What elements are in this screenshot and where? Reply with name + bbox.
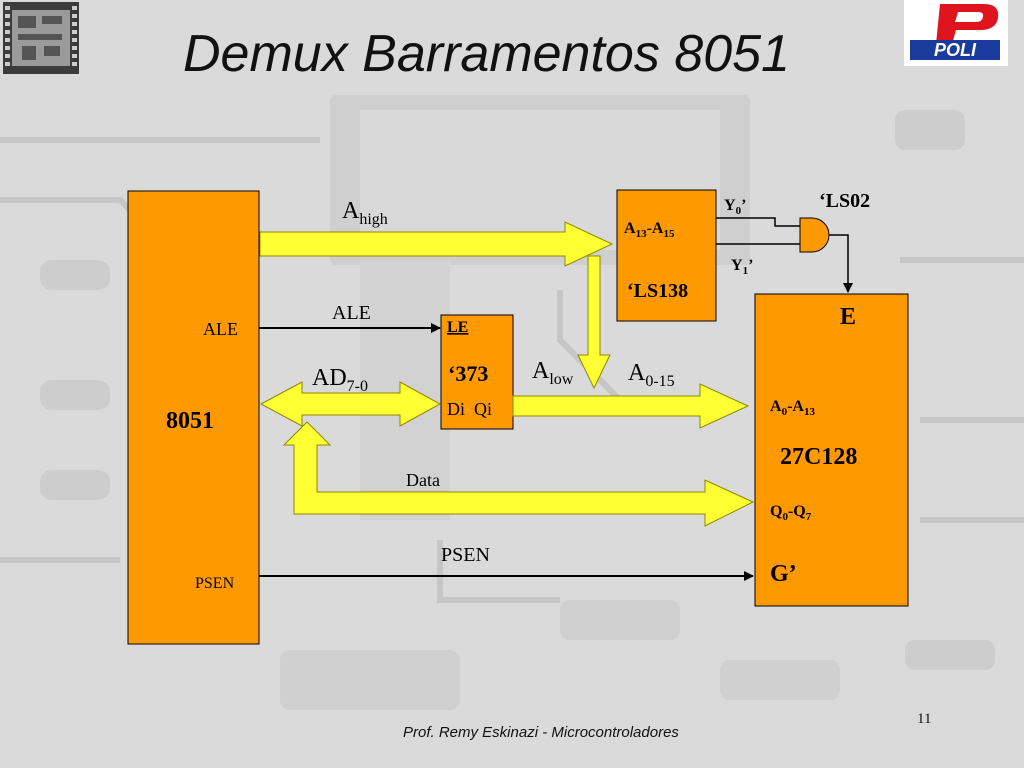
ahigh-bus-arrow	[259, 221, 614, 267]
decoder-address-label: A13-A15	[624, 220, 675, 240]
eprom-27c128-block	[754, 293, 909, 607]
latch-name-label: ‘373	[448, 361, 488, 386]
latch-pins-label: Di Qi	[447, 399, 492, 419]
data-signal-label: Data	[406, 470, 440, 490]
slide-number: 11	[917, 711, 932, 727]
a015-signal-label: A0-15	[628, 360, 675, 390]
eprom-name-label: 27C128	[780, 444, 857, 470]
eprom-address-label: A0-A13	[770, 398, 815, 418]
ahigh-signal-label: Ahigh	[342, 198, 388, 228]
ale-signal-label: ALE	[332, 302, 371, 324]
y1-label: Y1’	[731, 257, 753, 277]
poli-logo: POLI	[904, 0, 1008, 66]
y0-label: Y0’	[724, 197, 746, 217]
data-bus-arrow	[282, 421, 755, 527]
ad70-signal-label: AD7-0	[312, 365, 368, 395]
ad70-bus-arrow	[259, 381, 442, 427]
decoder-ls138-block	[616, 189, 717, 322]
slide-title: Demux Barramentos 8051	[183, 25, 790, 83]
decoder-name-label: ‘LS138	[627, 280, 688, 302]
a015-bus-arrow	[512, 383, 750, 429]
mcu-ale-pin-label: ALE	[203, 319, 238, 339]
eprom-g-pin-label: G’	[770, 561, 797, 587]
latch-le-label: LE	[447, 319, 468, 336]
eprom-e-pin-label: E	[840, 304, 856, 330]
eprom-data-label: Q0-Q7	[770, 503, 812, 523]
gate-name-label: ‘LS02	[819, 190, 870, 212]
y0-line	[716, 217, 800, 227]
psen-signal-label: PSEN	[441, 544, 490, 566]
footer-author: Prof. Remy Eskinazi - Microcontroladores	[403, 724, 679, 741]
mcu-8051-block	[127, 190, 260, 645]
mcu-name-label: 8051	[166, 408, 214, 434]
gate-output-line	[829, 234, 853, 293]
chip-icon	[3, 2, 79, 74]
latch-373-block	[440, 314, 514, 430]
mcu-psen-pin-label: PSEN	[195, 575, 235, 592]
svg-text:POLI: POLI	[934, 40, 977, 60]
alow-bus-arrow	[577, 255, 611, 390]
ls02-gate	[799, 217, 830, 253]
alow-signal-label: Alow	[532, 358, 574, 388]
